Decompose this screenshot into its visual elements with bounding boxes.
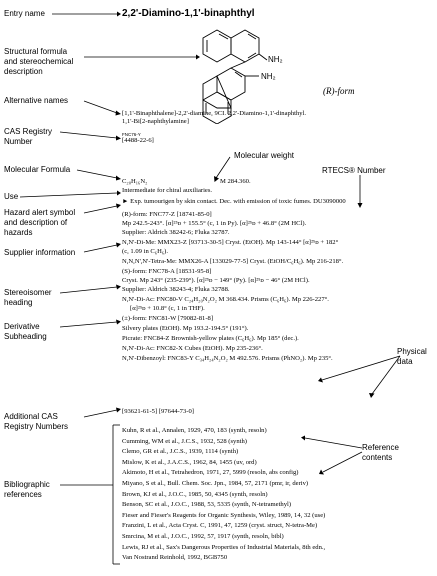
pm-form-dibenzoyl: N,N'-Dibenzoyl: FNC83-Y C₃₄H₂₄N₂O₂ M 492… bbox=[122, 355, 333, 362]
reference-item: Franzini, L et al., Acta Cryst. C, 1991,… bbox=[122, 522, 318, 530]
reference-item: Fieser and Fieser's Reagents for Organic… bbox=[122, 511, 326, 519]
label-stereoisomer: Stereoisomer heading bbox=[4, 288, 52, 307]
label-cas-registry: CAS Registry Number bbox=[4, 127, 53, 146]
s-form-diac-2: [α]²⁵ᴅ + 10.8° (c, 1 in THF). bbox=[130, 305, 205, 312]
alt-names-line-1: [1,1'-Binaphthalene]-2,2'-diamine, 9CI. … bbox=[122, 110, 307, 117]
r-form-mp: Mp 242.5-243°. [α]²⁵ᴅ + 155.5° (c, 1 in … bbox=[122, 220, 307, 227]
structural-formula bbox=[202, 29, 268, 124]
cas-number: [4488-22-6] bbox=[122, 137, 154, 144]
label-entry-name: Entry name bbox=[4, 9, 45, 18]
label-use: Use bbox=[4, 192, 19, 201]
r-form-heading: (R)-form: FNC77-Z [18741-85-0] bbox=[122, 211, 212, 218]
callout-reference-contents: Reference contents bbox=[362, 443, 399, 462]
r-form-dime-2: (c, 1.09 in C₆H₆). bbox=[122, 248, 168, 255]
callout-physical-data: Physical data bbox=[397, 347, 427, 366]
pm-form-silvery: Silvery plates (EtOH). Mp 193.2-194.5° (… bbox=[122, 325, 249, 332]
reference-item: Kuhn, R et al., Annalen, 1929, 470, 183 … bbox=[122, 427, 267, 434]
molecular-weight: M 284.360. bbox=[220, 178, 251, 185]
label-structural-formula: Structural formula and stereochemical de… bbox=[4, 47, 74, 76]
pm-form-diac: N,N'-Di-Ac: FNC82-X Cubes (EtOH). Mp 235… bbox=[122, 345, 263, 352]
nh2-bottom-label: NH₂ bbox=[261, 72, 276, 81]
molecular-formula: C₂₀H₁₆N₂ bbox=[122, 178, 148, 185]
label-alternative-names: Alternative names bbox=[4, 96, 69, 105]
callout-molecular-weight: Molecular weight bbox=[234, 151, 295, 160]
reference-item: Miyano, S et al., Bull. Chem. Soc. Jpn.,… bbox=[122, 480, 309, 487]
reference-item: Mislow, K et al., J.A.C.S., 1962, 84, 14… bbox=[122, 458, 257, 466]
label-derivative: Derivative Subheading bbox=[4, 322, 47, 341]
reference-item: Brown, KJ et al., J.O.C., 1985, 50, 4345… bbox=[122, 490, 268, 498]
reference-item: Lewis, RJ et al., Sax's Dangerous Proper… bbox=[122, 543, 326, 551]
reference-item: Cumming, WM et al., J.C.S., 1932, 528 (s… bbox=[122, 437, 247, 445]
reference-item: Akimoto, H et al., Tetrahedron, 1971, 27… bbox=[122, 469, 299, 477]
reference-item: Benson, SC et al., J.O.C., 1988, 53, 533… bbox=[122, 501, 292, 509]
hazard-text: ► Exp. tumourigen by skin contact. Dec. … bbox=[122, 198, 346, 205]
label-bibliographic: Bibliographic references bbox=[4, 480, 50, 499]
reference-item: Clemo, GR et al., J.C.S., 1939, 1114 (sy… bbox=[122, 448, 239, 456]
s-form-supplier: Supplier: Aldrich 38243-4; Fluka 32788. bbox=[122, 286, 230, 293]
label-additional-cas: Additional CAS Registry Numbers bbox=[4, 412, 69, 431]
pm-form-picrate: Picrate: FNC84-Z Brownish-yellow plates … bbox=[122, 335, 299, 342]
nh2-top-label: NH₂ bbox=[268, 55, 283, 64]
s-form-heading: (S)-form: FNC78-A [18531-95-8] bbox=[122, 268, 212, 275]
entry-title: 2,2'-Diamino-1,1'-binaphthyl bbox=[122, 8, 255, 19]
fnc-code: FNC76-Y bbox=[122, 132, 141, 137]
callout-rtecs: RTECS® Number bbox=[322, 166, 386, 175]
s-form-diac: N,N'-Di-Ac: FNC80-V C₂₄H₂₀N₂O₂ M 368.434… bbox=[122, 296, 329, 303]
r-form-dime: N,N'-Di-Me: MMX23-Z [93713-30-5] Cryst. … bbox=[122, 239, 339, 246]
form-label: (R)-form bbox=[323, 86, 355, 96]
label-molecular-formula: Molecular Formula bbox=[4, 165, 71, 174]
additional-cas-numbers: [93621-61-5] [97644-73-0] bbox=[122, 408, 194, 415]
alt-names-line-2: 1,1'-Bi[2-naphthylamine] bbox=[122, 118, 189, 125]
reference-item: Smrcina, M et al., J.O.C., 1992, 57, 191… bbox=[122, 533, 284, 540]
r-form-supplier: Supplier: Aldrich 38242-6; Fluka 32787. bbox=[122, 229, 230, 236]
label-hazard: Hazard alert symbol and description of h… bbox=[4, 208, 76, 237]
reference-item: Van Nostrand Reinhold, 1992, BGB750 bbox=[122, 554, 228, 562]
r-form-tetrame: N,N,N',N'-Tetra-Me: MMX26-A [133029-77-5… bbox=[122, 258, 344, 265]
pm-form-heading: (±)-form: FNC81-W [79082-81-8] bbox=[122, 315, 214, 322]
s-form-cryst: Cryst. Mp 243° (235-239°). [α]²⁵ᴅ − 149°… bbox=[122, 277, 310, 284]
use-text: Intermediate for chiral auxiliaries. bbox=[122, 187, 213, 194]
label-supplier: Supplier information bbox=[4, 248, 76, 257]
